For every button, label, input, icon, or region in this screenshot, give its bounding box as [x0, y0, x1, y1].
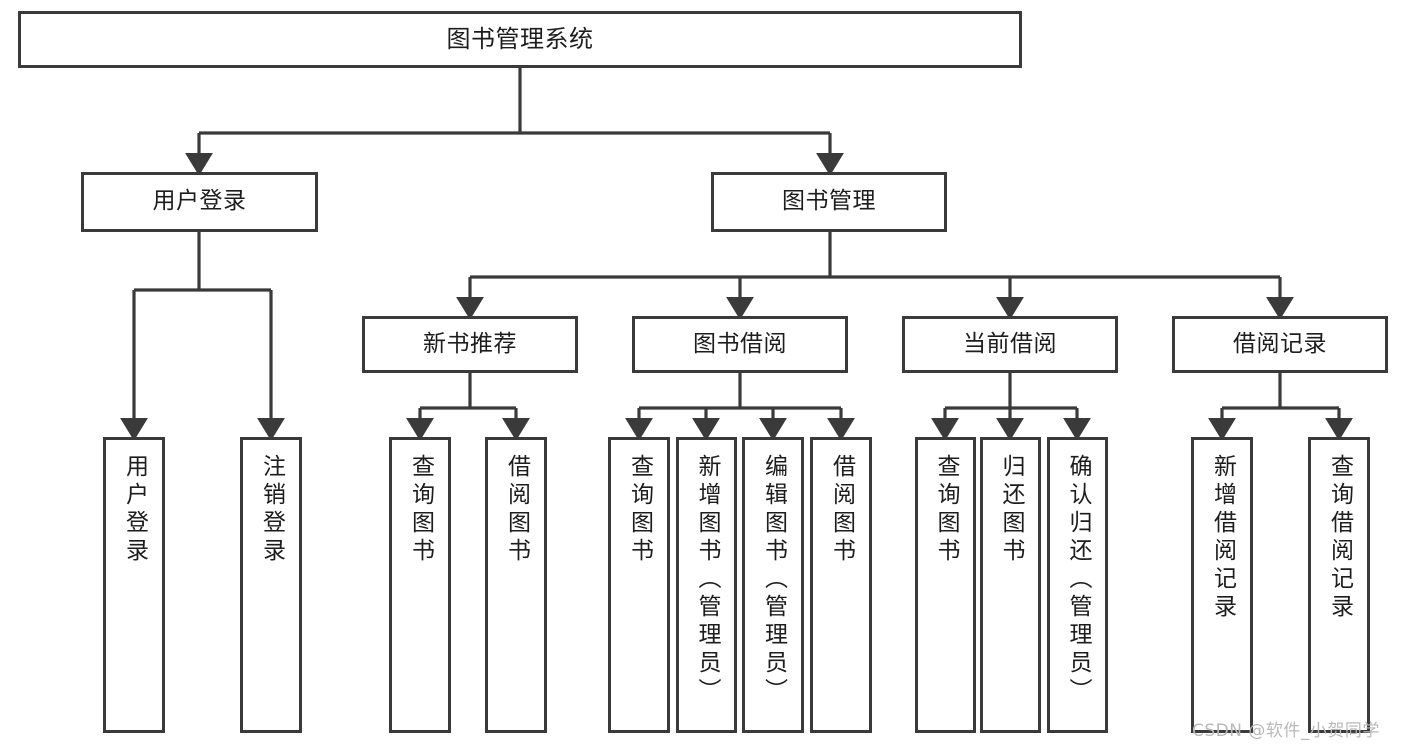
node-label: 注销登录: [258, 454, 285, 566]
node-leaf-logout[interactable]: 注销登录: [240, 437, 302, 733]
node-leaf-query-book-3[interactable]: 查询图书: [915, 437, 976, 733]
node-label: 借阅记录: [1233, 330, 1327, 357]
node-label: 新增借阅记录: [1209, 454, 1236, 622]
node-leaf-query-book-1[interactable]: 查询图书: [389, 437, 451, 733]
node-user-login[interactable]: 用户登录: [81, 172, 318, 232]
node-leaf-query-book-2[interactable]: 查询图书: [608, 437, 670, 733]
node-leaf-borrow-book-1[interactable]: 借阅图书: [485, 437, 547, 733]
node-new-book-recommend[interactable]: 新书推荐: [362, 316, 578, 373]
node-label: 查询图书: [626, 454, 653, 566]
node-label: 图书借阅: [693, 330, 787, 357]
node-label: 新书推荐: [423, 330, 517, 357]
node-label: 新增图书（管理员）: [694, 454, 720, 706]
node-current-borrow[interactable]: 当前借阅: [902, 316, 1118, 373]
node-leaf-add-book-admin[interactable]: 新增图书（管理员）: [676, 437, 737, 733]
node-label: 借阅图书: [503, 454, 530, 566]
node-label: 归还图书: [998, 454, 1024, 566]
watermark-text: CSDN @软件_小贺同学: [1192, 721, 1380, 741]
node-label: 确认归还（管理员）: [1065, 454, 1091, 706]
node-label: 借阅图书: [828, 454, 855, 566]
node-root-system[interactable]: 图书管理系统: [18, 11, 1022, 68]
node-leaf-borrow-book-2[interactable]: 借阅图书: [810, 437, 872, 733]
node-leaf-confirm-return-admin[interactable]: 确认归还（管理员）: [1047, 437, 1108, 733]
node-leaf-return-book[interactable]: 归还图书: [980, 437, 1041, 733]
node-book-management[interactable]: 图书管理: [711, 172, 947, 232]
node-leaf-edit-book-admin[interactable]: 编辑图书（管理员）: [742, 437, 804, 733]
node-label: 查询借阅记录: [1326, 454, 1353, 622]
node-label: 查询图书: [933, 454, 959, 566]
node-label: 用户登录: [152, 188, 247, 215]
node-label: 查询图书: [407, 454, 434, 566]
node-leaf-add-borrow-record[interactable]: 新增借阅记录: [1191, 437, 1253, 733]
node-borrow-record[interactable]: 借阅记录: [1172, 316, 1388, 373]
node-label: 图书管理: [782, 188, 876, 215]
node-label: 编辑图书（管理员）: [760, 454, 787, 706]
node-leaf-user-login[interactable]: 用户登录: [103, 437, 165, 733]
node-label: 用户登录: [121, 454, 148, 566]
node-label: 图书管理系统: [446, 25, 594, 54]
node-leaf-query-borrow-record[interactable]: 查询借阅记录: [1308, 437, 1370, 733]
node-book-borrow[interactable]: 图书借阅: [632, 316, 848, 373]
node-label: 当前借阅: [963, 330, 1057, 357]
